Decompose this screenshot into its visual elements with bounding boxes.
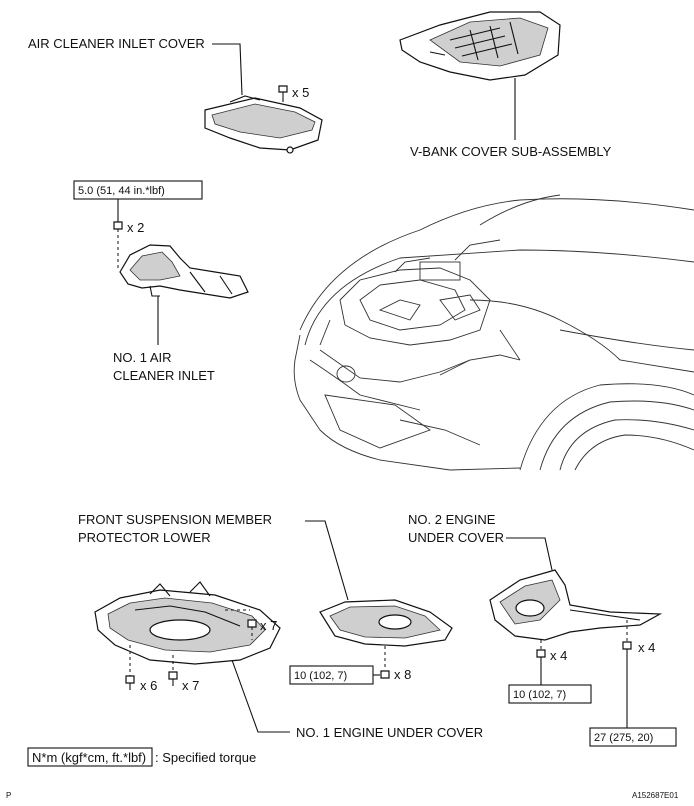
torque-no2-left: 10 (102, 7) bbox=[513, 689, 566, 701]
v-bank-cover-part bbox=[399, 11, 561, 81]
leader-no1-cover bbox=[231, 659, 290, 733]
qty-no1-right-bolts: x 7 bbox=[260, 618, 277, 633]
label-no1-air-inlet-line2: CLEANER INLET bbox=[113, 368, 215, 383]
bolt-icon bbox=[536, 649, 546, 685]
qty-inlet-bolts: x 2 bbox=[127, 220, 144, 235]
torque-no2-right: 27 (275, 20) bbox=[594, 732, 653, 744]
figure-id: A152687E01 bbox=[632, 791, 679, 800]
qty-protector-bolts: x 8 bbox=[394, 667, 411, 682]
torque-box-inlet bbox=[73, 180, 203, 200]
leader-no2-cover bbox=[506, 537, 553, 571]
qty-no1-mid-bolts: x 7 bbox=[182, 678, 199, 693]
label-no1-engine-under-cover: NO. 1 ENGINE UNDER COVER bbox=[296, 725, 483, 740]
bolt-icon bbox=[247, 619, 257, 640]
legend-unit: N*m (kgf*cm, ft.*lbf) bbox=[32, 750, 146, 765]
torque-box-no2-right bbox=[589, 727, 677, 747]
legend-description: : Specified torque bbox=[155, 750, 256, 765]
bolt-icon bbox=[380, 670, 390, 679]
label-front-suspension-line1: FRONT SUSPENSION MEMBER bbox=[78, 512, 272, 527]
torque-box-no2-left bbox=[508, 684, 592, 704]
torque-protector: 10 (102, 7) bbox=[294, 670, 347, 682]
qty-air-cleaner-cover-bolts: x 5 bbox=[292, 85, 309, 100]
no2-engine-under-cover-part bbox=[489, 569, 663, 641]
bolt-icon bbox=[278, 85, 288, 102]
label-no1-air-inlet-line1: NO. 1 AIR bbox=[113, 350, 172, 365]
qty-no1-left-bolts: x 6 bbox=[140, 678, 157, 693]
qty-no2-left-bolts: x 4 bbox=[550, 648, 567, 663]
legend-unit-box bbox=[27, 747, 153, 767]
torque-inlet: 5.0 (51, 44 in.*lbf) bbox=[78, 185, 165, 197]
label-no2-cover-line1: NO. 2 ENGINE bbox=[408, 512, 496, 527]
leader-front-suspension bbox=[305, 520, 349, 601]
air-cleaner-inlet-cover-part bbox=[204, 95, 323, 154]
bolt-icon bbox=[622, 641, 632, 732]
qty-no2-right-bolts: x 4 bbox=[638, 640, 655, 655]
car-front-illustration bbox=[293, 194, 694, 471]
no1-air-cleaner-inlet-part bbox=[119, 244, 249, 299]
bolt-icon bbox=[125, 675, 135, 690]
corner-letter: P bbox=[6, 791, 11, 800]
label-front-suspension-line2: PROTECTOR LOWER bbox=[78, 530, 211, 545]
label-air-cleaner-inlet-cover: AIR CLEANER INLET COVER bbox=[28, 36, 205, 51]
label-no2-cover-line2: UNDER COVER bbox=[408, 530, 504, 545]
label-v-bank-cover: V-BANK COVER SUB-ASSEMBLY bbox=[410, 144, 612, 159]
bolt-icon bbox=[113, 221, 123, 268]
bolt-icon bbox=[168, 671, 178, 686]
no1-engine-under-cover-part bbox=[94, 581, 281, 665]
leader-air-cleaner-inlet-cover bbox=[212, 43, 243, 96]
front-suspension-protector-part bbox=[319, 599, 453, 647]
